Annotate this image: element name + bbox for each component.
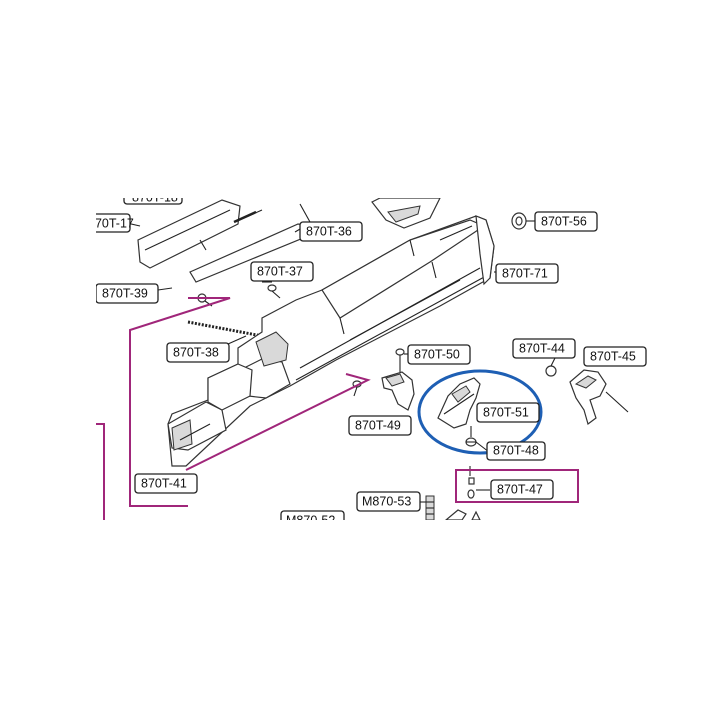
- highlight-circle-51: [417, 369, 543, 455]
- svg-text:870T-37: 870T-37: [257, 264, 303, 278]
- label-870t-18: 870T-18: [123, 190, 183, 205]
- svg-text:870T-44: 870T-44: [519, 341, 565, 355]
- part-drawing-part-48: [465, 437, 477, 447]
- part-drawing-spring-38: [187, 320, 263, 338]
- svg-text:870T-49: 870T-49: [355, 418, 401, 432]
- part-drawing-spring-m53: [425, 495, 435, 520]
- label-870t-45: 870T-45: [583, 346, 647, 367]
- part-drawing-washer-56: [511, 212, 527, 230]
- svg-text:870T-36: 870T-36: [306, 224, 352, 238]
- svg-text:870T-71: 870T-71: [502, 266, 548, 280]
- part-drawing-receiver: [167, 215, 495, 467]
- part-drawing-plate: [137, 199, 241, 269]
- label-870t-38: 870T-38: [166, 342, 230, 363]
- label-870t-39: 870T-39: [96, 283, 159, 304]
- svg-text:M870-52: M870-52: [286, 513, 335, 527]
- highlight-box-47: [455, 469, 579, 503]
- svg-text:870T-38: 870T-38: [173, 345, 219, 359]
- label-870t-47: 870T-47: [490, 479, 554, 500]
- label-870t-50: 870T-50: [407, 344, 471, 365]
- label-870t-37: 870T-37: [250, 261, 314, 282]
- label-870t-41: 870T-41: [134, 473, 198, 494]
- part-drawing-part-47: [467, 477, 475, 499]
- highlight-bracket-41: [185, 373, 371, 471]
- highlight-edge-left: [96, 423, 105, 520]
- label-870t-71: 870T-71: [495, 263, 559, 284]
- label-870t-56: 870T-56: [534, 211, 598, 232]
- svg-text:870T-18: 870T-18: [132, 190, 178, 204]
- part-drawing-top-piece: [371, 198, 441, 229]
- svg-text:870T-48: 870T-48: [493, 443, 539, 457]
- label-m870-53: M870-53: [356, 491, 421, 512]
- label-870t-49: 870T-49: [348, 415, 412, 436]
- label-870t-36: 870T-36: [299, 221, 363, 242]
- part-drawing-part-49: [381, 371, 415, 411]
- label-870t-44: 870T-44: [512, 338, 576, 359]
- part-drawing-part-51: [437, 377, 481, 429]
- svg-text:870T-39: 870T-39: [102, 286, 148, 300]
- svg-text:870T-56: 870T-56: [541, 214, 587, 228]
- part-drawing-screw-50: [395, 348, 405, 372]
- part-drawing-trigger-45: [569, 369, 629, 426]
- label-870t-17: 870T-17: [88, 213, 134, 233]
- part-drawing-bottom-parts: [445, 509, 481, 520]
- svg-text:870T-51: 870T-51: [483, 405, 529, 419]
- part-drawing-pin-37: [267, 284, 281, 299]
- svg-text:M870-53: M870-53: [362, 494, 411, 508]
- svg-text:870T-41: 870T-41: [141, 476, 187, 490]
- svg-text:870T-45: 870T-45: [590, 349, 636, 363]
- label-870t-48: 870T-48: [486, 441, 546, 461]
- highlight-bracket-39: [129, 297, 231, 507]
- label-m870-52: M870-52: [280, 510, 345, 527]
- part-drawing-pin-44: [545, 357, 557, 377]
- svg-text:870T-47: 870T-47: [497, 482, 543, 496]
- svg-text:870T-17: 870T-17: [88, 216, 134, 230]
- label-870t-51: 870T-51: [476, 402, 540, 423]
- svg-text:870T-50: 870T-50: [414, 347, 460, 361]
